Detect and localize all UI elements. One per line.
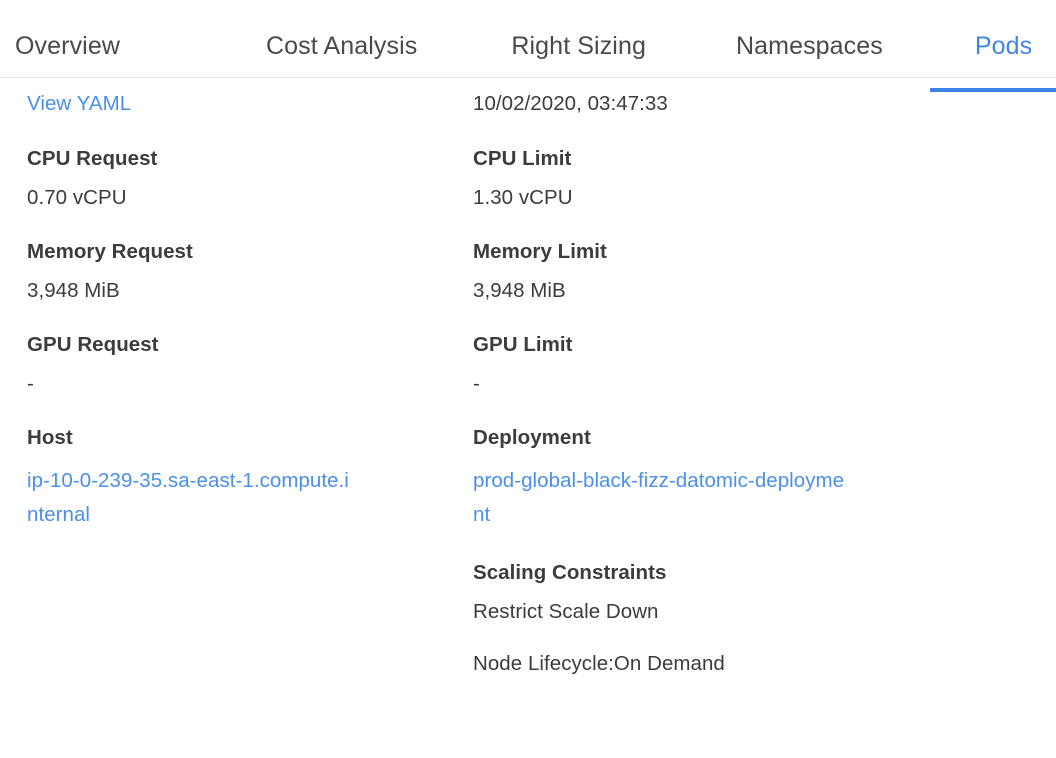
tab-label: Cost Analysis [266,32,418,60]
field-label: Host [27,426,73,449]
field-memory-limit: Memory Limit 3,948 MiB [473,239,1024,304]
tab-cost-analysis[interactable]: Cost Analysis [266,14,417,78]
tab-right-sizing[interactable]: Right Sizing [511,14,646,78]
list-item: Restrict Scale Down [473,600,659,623]
field-scaling-constraints: Scaling Constraints Restrict Scale Down … [473,560,1024,677]
details-column-right: 10/02/2020, 03:47:33 CPU Limit 1.30 vCPU… [464,78,1024,677]
field-label: CPU Request [27,147,158,170]
host-link[interactable]: ip-10-0-239-35.sa-east-1.compute.interna… [27,469,349,526]
field-memory-request: Memory Request 3,948 MiB [27,239,464,304]
field-value: 3,948 MiB [27,279,120,302]
tab-label: Overview [15,32,120,60]
tab-label: Pods [974,32,1033,60]
field-value: 1.30 vCPU [473,186,573,209]
tab-pods[interactable]: Pods [929,14,1056,92]
field-view-yaml: View YAML [27,91,464,117]
field-label: Memory Limit [473,240,607,263]
field-label: GPU Limit [473,333,573,356]
tab-active-indicator [929,88,1056,92]
tab-namespaces[interactable]: Namespaces [736,14,883,78]
field-label: Memory Request [27,240,193,263]
field-value: - [27,372,34,395]
scaling-constraints-list: Restrict Scale Down Node Lifecycle:On De… [473,599,1024,677]
field-value: 3,948 MiB [473,279,566,302]
field-cpu-request: CPU Request 0.70 vCPU [27,146,464,211]
field-label: Scaling Constraints [473,561,667,584]
tab-overview[interactable]: Overview [15,14,120,78]
tab-label: Namespaces [735,32,883,60]
deployment-link[interactable]: prod-global-black-fizz-datomic-deploymen… [473,469,845,526]
field-value: - [473,372,480,395]
field-label: CPU Limit [473,147,572,170]
field-host: Host ip-10-0-239-35.sa-east-1.compute.in… [27,425,464,532]
field-gpu-limit: GPU Limit - [473,332,1024,397]
field-timestamp: 10/02/2020, 03:47:33 [473,91,1024,117]
details-column-left: View YAML CPU Request 0.70 vCPU Memory R… [0,78,464,532]
tab-bar: Overview Cost Analysis Right Sizing Name… [0,0,1056,92]
field-label: Deployment [473,426,591,449]
list-item: Node Lifecycle:On Demand [473,652,725,675]
tab-label: Right Sizing [511,32,646,60]
field-cpu-limit: CPU Limit 1.30 vCPU [473,146,1024,211]
view-yaml-link[interactable]: View YAML [27,92,132,115]
pod-details-panel: View YAML CPU Request 0.70 vCPU Memory R… [0,78,1056,677]
field-label: GPU Request [27,333,159,356]
timestamp-value: 10/02/2020, 03:47:33 [473,92,668,115]
field-gpu-request: GPU Request - [27,332,464,397]
field-value: 0.70 vCPU [27,186,127,209]
field-deployment: Deployment prod-global-black-fizz-datomi… [473,425,1024,532]
